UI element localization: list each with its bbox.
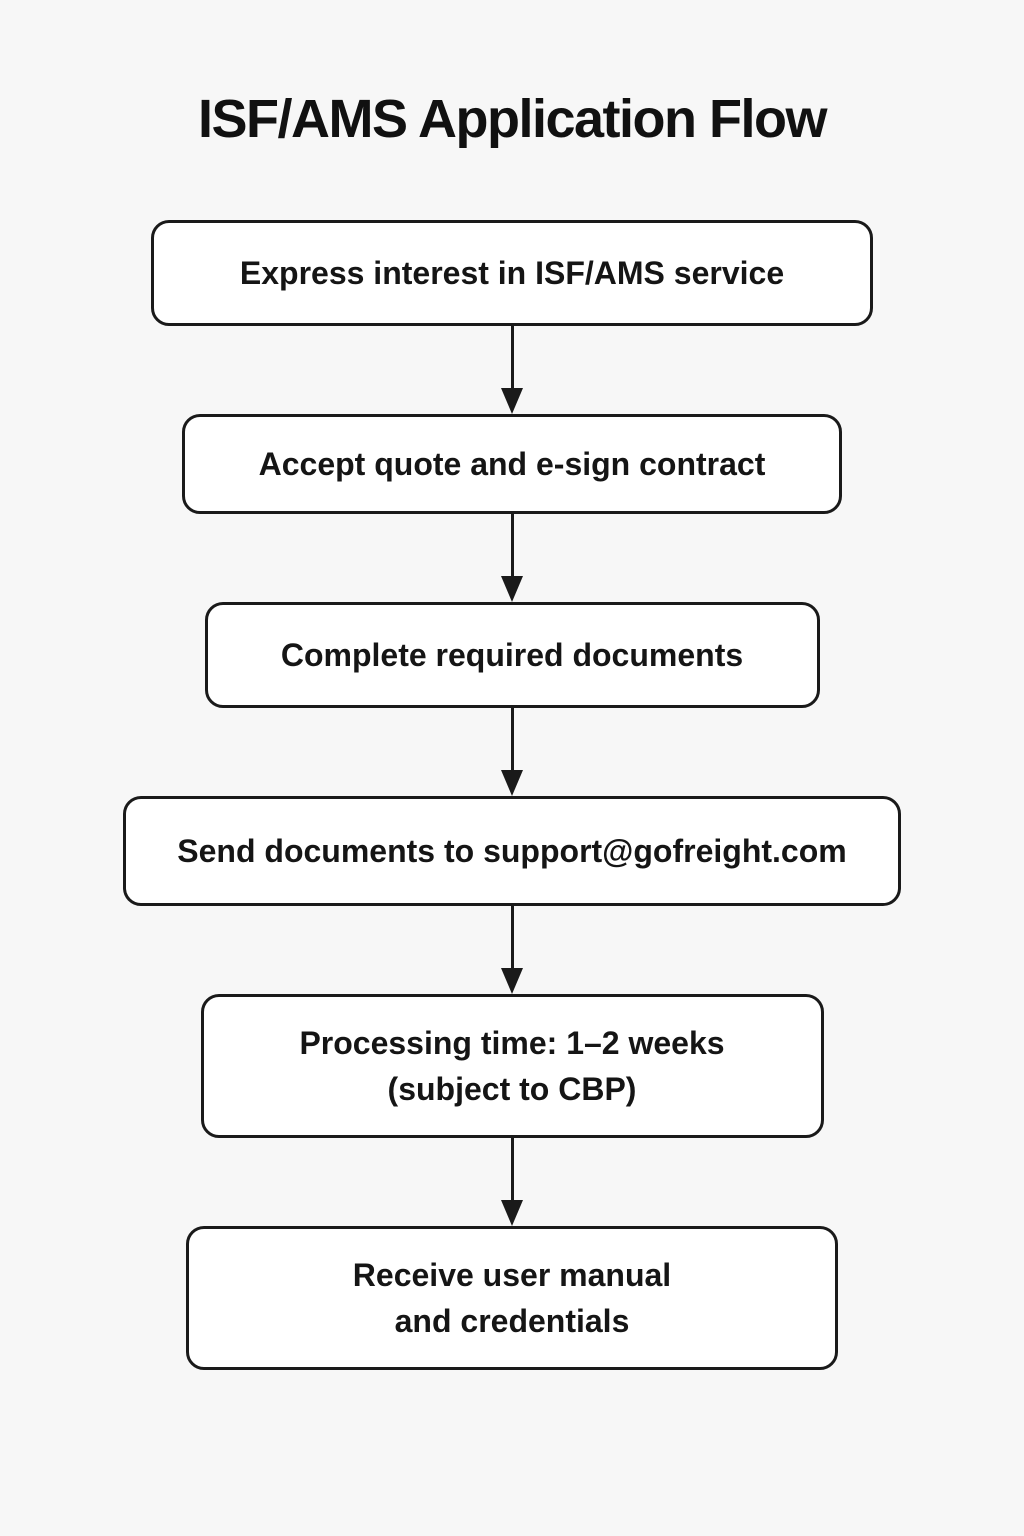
diagram-title: ISF/AMS Application Flow [198, 89, 827, 149]
flowchart: Express interest in ISF/AMS service Acce… [123, 220, 901, 1370]
flow-node-accept-quote: Accept quote and e-sign contract [182, 414, 842, 514]
arrow-shaft [510, 326, 514, 388]
flow-node-processing-time: Processing time: 1–2 weeks (subject to C… [200, 994, 824, 1138]
flow-arrow-3 [501, 708, 523, 796]
arrow-head-icon [501, 388, 523, 414]
arrow-head-icon [501, 1200, 523, 1226]
arrow-head-icon [501, 576, 523, 602]
arrow-head-icon [501, 968, 523, 994]
arrow-shaft [510, 708, 514, 770]
flow-arrow-5 [501, 1138, 523, 1226]
flow-node-receive-credentials: Receive user manual and credentials [186, 1226, 838, 1370]
arrow-shaft [510, 906, 514, 968]
arrow-shaft [510, 514, 514, 576]
arrow-shaft [510, 1138, 514, 1200]
flow-arrow-1 [501, 326, 523, 414]
flow-node-send-documents: Send documents to support@gofreight.com [123, 796, 901, 906]
flow-node-complete-documents: Complete required documents [204, 602, 820, 708]
arrow-head-icon [501, 770, 523, 796]
flow-arrow-4 [501, 906, 523, 994]
flow-node-express-interest: Express interest in ISF/AMS service [151, 220, 873, 326]
flow-arrow-2 [501, 514, 523, 602]
